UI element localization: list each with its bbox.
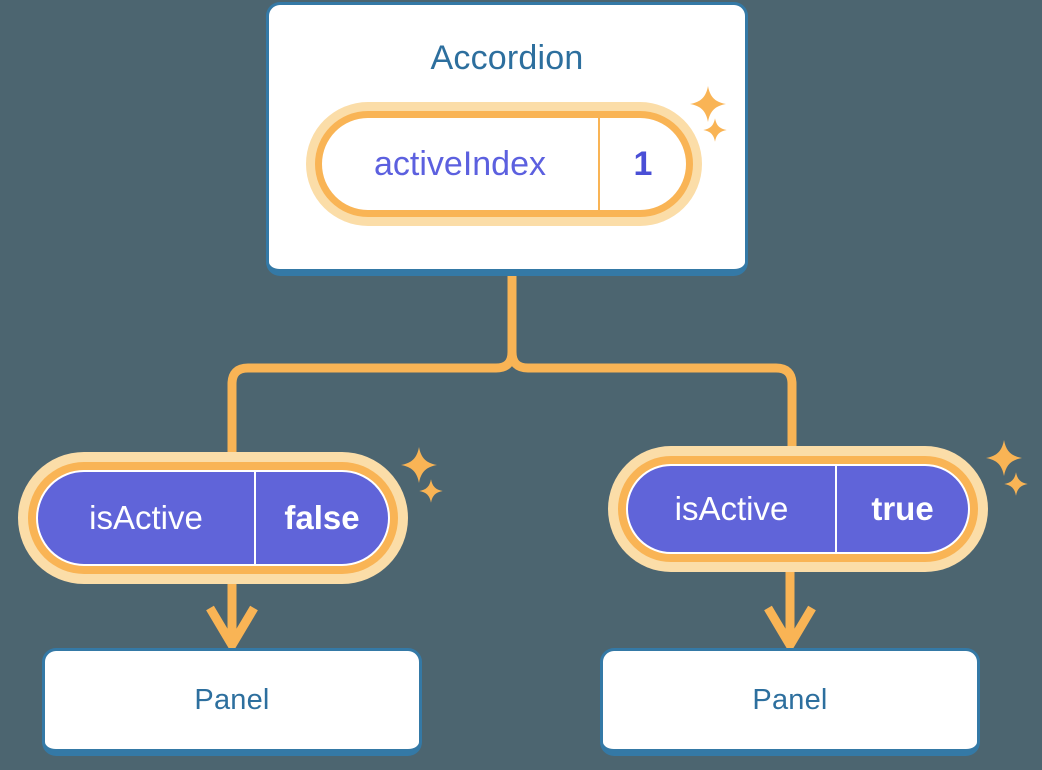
panel-title: Panel: [752, 683, 828, 716]
state-pill-active-index[interactable]: activeIndex 1: [306, 102, 702, 226]
panel-card-left[interactable]: Panel: [42, 648, 422, 756]
arrow-down-icon-left: [206, 605, 258, 654]
sparkle-icon-right-small: [1003, 471, 1029, 497]
state-pill-key: activeIndex: [322, 118, 600, 210]
state-pill-face: isActive true: [626, 464, 970, 554]
state-pill-value: 1: [633, 144, 653, 183]
state-pill-ring: activeIndex 1: [315, 111, 693, 217]
state-pill-face: activeIndex 1: [322, 118, 686, 210]
panel-title: Panel: [194, 683, 270, 716]
state-pill-value: false: [284, 499, 360, 536]
state-pill-value: true: [871, 490, 934, 527]
sparkle-icon-right-large: [984, 438, 1024, 478]
connector-trunk-left: [227, 276, 517, 452]
sparkle-icon-left-small: [418, 478, 444, 504]
arrow-down-icon-right: [764, 605, 816, 654]
state-pill-ring: isActive false: [28, 462, 398, 574]
state-pill-face: isActive false: [36, 470, 390, 566]
state-pill-is-active-right[interactable]: isActive true: [608, 446, 988, 572]
connector-trunk-right: [507, 276, 797, 446]
state-pill-key: isActive: [38, 472, 256, 564]
state-pill-ring: isActive true: [618, 456, 978, 562]
state-pill-is-active-left[interactable]: isActive false: [18, 452, 408, 584]
sparkle-icon-left-large: [399, 445, 439, 485]
accordion-title: Accordion: [430, 39, 584, 77]
panel-card-right[interactable]: Panel: [600, 648, 980, 756]
state-pill-key: isActive: [628, 466, 837, 552]
